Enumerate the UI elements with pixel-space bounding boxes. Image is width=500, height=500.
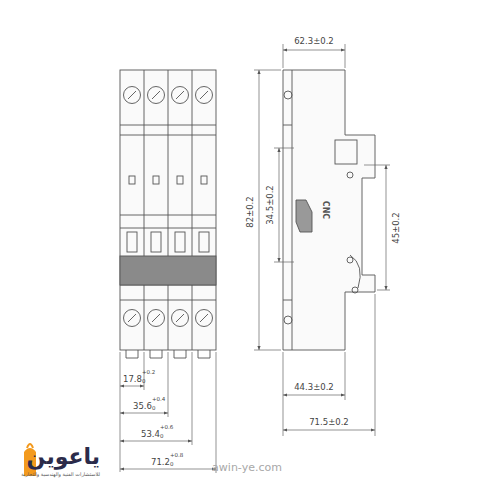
dimension-label: 34.5±0.2 [266,185,275,225]
dimension-label: 82±0.2 [246,196,255,227]
brand-mark: CNC [321,201,329,219]
dimension-label: 53.4 [141,430,160,439]
tolerance-label: +0.4 [152,397,165,403]
tolerance-label: +0.2 [142,370,155,376]
tolerance-label: +0.6 [160,425,173,431]
dimension-lines [120,44,390,473]
dimension-label: 35.6 [133,402,152,411]
watermark: awin-ye.com [212,462,282,473]
dimension-label: 44.3±0.2 [294,383,334,392]
side-view [283,70,375,350]
logo-text: ياعوين [27,446,100,468]
dimension-label: 62.3±0.2 [294,37,334,46]
logo-subtitle: للاستشارات الفنية والهندسية والتجارية [21,472,100,477]
tolerance-label: 0 [152,406,156,412]
tolerance-label: 0 [142,379,146,385]
tolerance-label: +0.8 [170,453,183,459]
dimension-label: 17.8 [123,375,142,384]
tolerance-label: 0 [170,462,174,468]
front-view [120,70,216,358]
dimension-label: 71.2 [151,458,170,467]
tolerance-label: 0 [160,434,164,440]
dimension-label: 45±0.2 [392,212,401,243]
dimension-label: 71.5±0.2 [309,418,349,427]
